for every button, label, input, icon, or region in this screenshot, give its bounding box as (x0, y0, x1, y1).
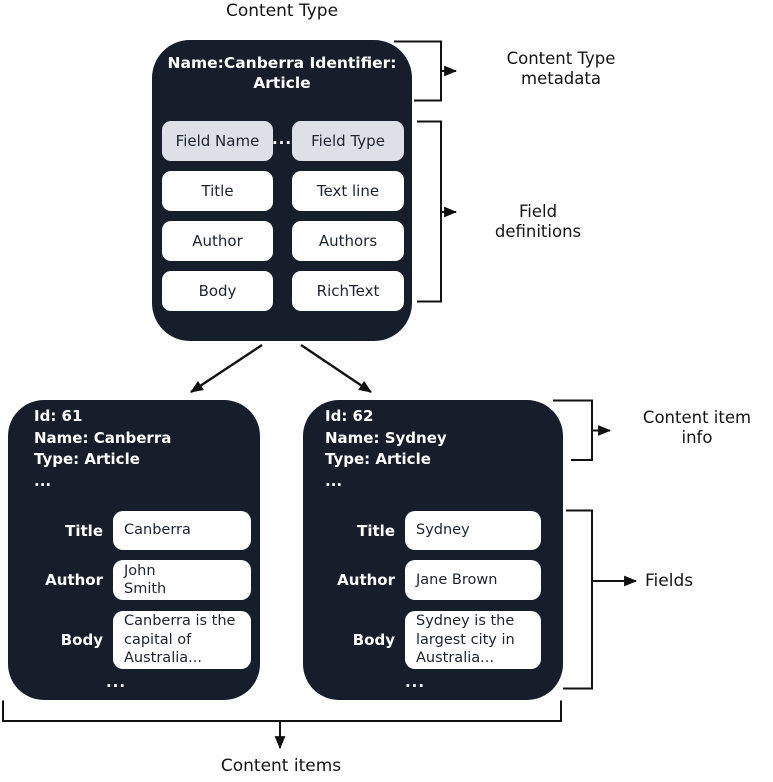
field-value: Sydney (405, 511, 541, 550)
field-row: Body Sydney is the largest city in Austr… (325, 611, 555, 669)
field-label: Author (337, 571, 395, 589)
annotation-fields: Fields (645, 571, 694, 591)
field-definitions-grid: Field Name Field Type Title Text line Au… (162, 121, 404, 311)
field-label: Title (357, 521, 395, 540)
bracket-fields (563, 509, 593, 690)
field-label: Author (45, 571, 103, 589)
page-title: Content Type (225, 1, 339, 21)
bracket-content-items (2, 700, 562, 722)
field-type-cell: Authors (292, 221, 404, 261)
content-item-card-sydney: Id: 62 Name: Sydney Type: Article ... Ti… (303, 400, 563, 700)
content-type-meta: Name:Canberra Identifier: Article (167, 54, 397, 92)
field-label: Body (352, 631, 395, 649)
field-row: Author Jane Brown (325, 560, 555, 600)
content-item-info-text: Id: 61 Name: Canberra Type: Article ... (34, 407, 172, 490)
field-name-cell: Body (162, 271, 273, 311)
field-row: Title Sydney (325, 511, 555, 550)
field-row: Author John Smith (28, 560, 253, 600)
field-value: Canberra (113, 511, 251, 550)
ellipsis: ... (271, 348, 293, 366)
field-name-header: Field Name (162, 121, 273, 161)
annotation-content-item-info: Content item info (642, 408, 752, 447)
field-type-cell: Text line (292, 171, 404, 211)
field-label: Title (65, 521, 103, 540)
field-row: Body Canberra is the capital of Australi… (28, 611, 253, 669)
ellipsis: ... (404, 673, 426, 691)
ellipsis: ... (105, 673, 127, 691)
content-type-card: Name:Canberra Identifier: Article ... Fi… (152, 40, 412, 366)
field-value: Sydney is the largest city in Australia.… (405, 611, 541, 669)
field-value: Jane Brown (405, 560, 541, 600)
field-row: Title Canberra (28, 511, 253, 550)
ellipsis: ... (271, 130, 293, 148)
field-name-cell: Title (162, 171, 273, 211)
field-type-header: Field Type (292, 121, 404, 161)
field-type-cell: RichText (292, 271, 404, 311)
annotation-field-definitions: Field definitions (494, 202, 582, 241)
field-name-cell: Author (162, 221, 273, 261)
content-item-card-canberra: Id: 61 Name: Canberra Type: Article ... … (8, 400, 260, 700)
content-items-label: Content items (220, 756, 342, 776)
field-value: Canberra is the capital of Australia... (113, 611, 251, 669)
content-item-info-text: Id: 62 Name: Sydney Type: Article ... (325, 407, 447, 490)
annotation-content-type-metadata: Content Type metadata (506, 49, 616, 88)
field-value: John Smith (113, 560, 251, 600)
field-label: Body (60, 631, 103, 649)
